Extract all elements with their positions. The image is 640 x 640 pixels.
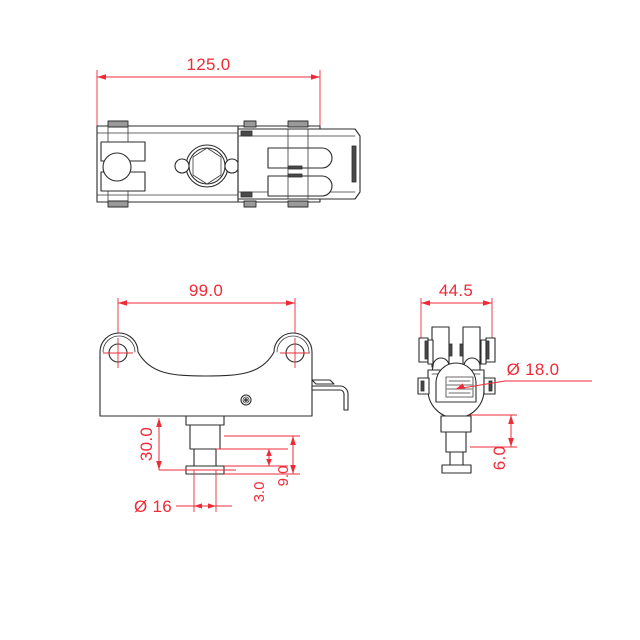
bolt-hole-right: [280, 338, 310, 368]
side-roller-assembly: [418, 326, 496, 368]
central-bore: [435, 362, 477, 403]
dimension-label-3: 3.0: [251, 482, 268, 503]
left-wheel-circle: [102, 152, 132, 182]
spindle-neck: [193, 448, 217, 467]
dimension-bore-dia-18: Ø 18.0: [455, 360, 592, 390]
dimension-label-30: 30.0: [137, 427, 156, 461]
top-view: 125.0: [96, 55, 361, 208]
side-clamp-body: [417, 357, 496, 474]
dimension-side-height-6: 6.0: [470, 414, 517, 471]
side-stem-neck: [449, 451, 464, 466]
dimension-label-99: 99.0: [189, 281, 223, 300]
center-boss: [174, 144, 240, 188]
top-view-body: [96, 120, 361, 208]
top-tab-left: [107, 120, 129, 128]
screw-detail: [240, 394, 252, 406]
bolt-hole-left: [103, 338, 133, 368]
top-tab-right: [287, 120, 309, 128]
dimension-label-44-5: 44.5: [439, 281, 473, 300]
dimension-shaft-dia-16: Ø 16: [134, 470, 232, 516]
bottom-tab-left: [107, 200, 129, 208]
front-view-body: [99, 332, 349, 417]
spindle-collar-top: [185, 415, 225, 426]
dimension-front-steps: 3.0 9.0: [216, 435, 300, 503]
side-stem-mid: [445, 431, 467, 453]
dimension-front-height-30: 30.0: [137, 418, 236, 471]
right-edge-strip: [351, 145, 357, 183]
front-spindle: [185, 415, 225, 475]
slot-arm-upper: [267, 147, 333, 169]
dimension-label-6: 6.0: [490, 446, 509, 471]
spindle-body: [189, 424, 221, 450]
release-lever: [311, 379, 349, 411]
dimension-label-dia18: Ø 18.0: [507, 360, 560, 379]
dimension-top-length: 125.0: [96, 55, 321, 126]
bottom-tab-mid: [243, 200, 257, 208]
top-tab-mid: [243, 120, 257, 128]
right-subassembly: [237, 128, 361, 200]
front-view: 99.0: [99, 281, 349, 516]
dimension-front-width: 99.0: [117, 281, 296, 370]
center-boss-pin-left: [174, 158, 190, 174]
side-stem-flange: [441, 464, 472, 474]
dimension-label-125: 125.0: [186, 55, 230, 74]
side-stem-upper: [440, 415, 472, 433]
side-view: 44.5: [417, 281, 592, 474]
slot-arm-lower: [267, 175, 333, 197]
center-boss-pin-right: [224, 158, 240, 174]
dimension-side-width: 44.5: [420, 281, 493, 345]
dimension-label-9: 9.0: [275, 466, 292, 487]
bottom-tab-right: [287, 200, 309, 208]
dimension-label-dia16: Ø 16: [134, 497, 172, 516]
